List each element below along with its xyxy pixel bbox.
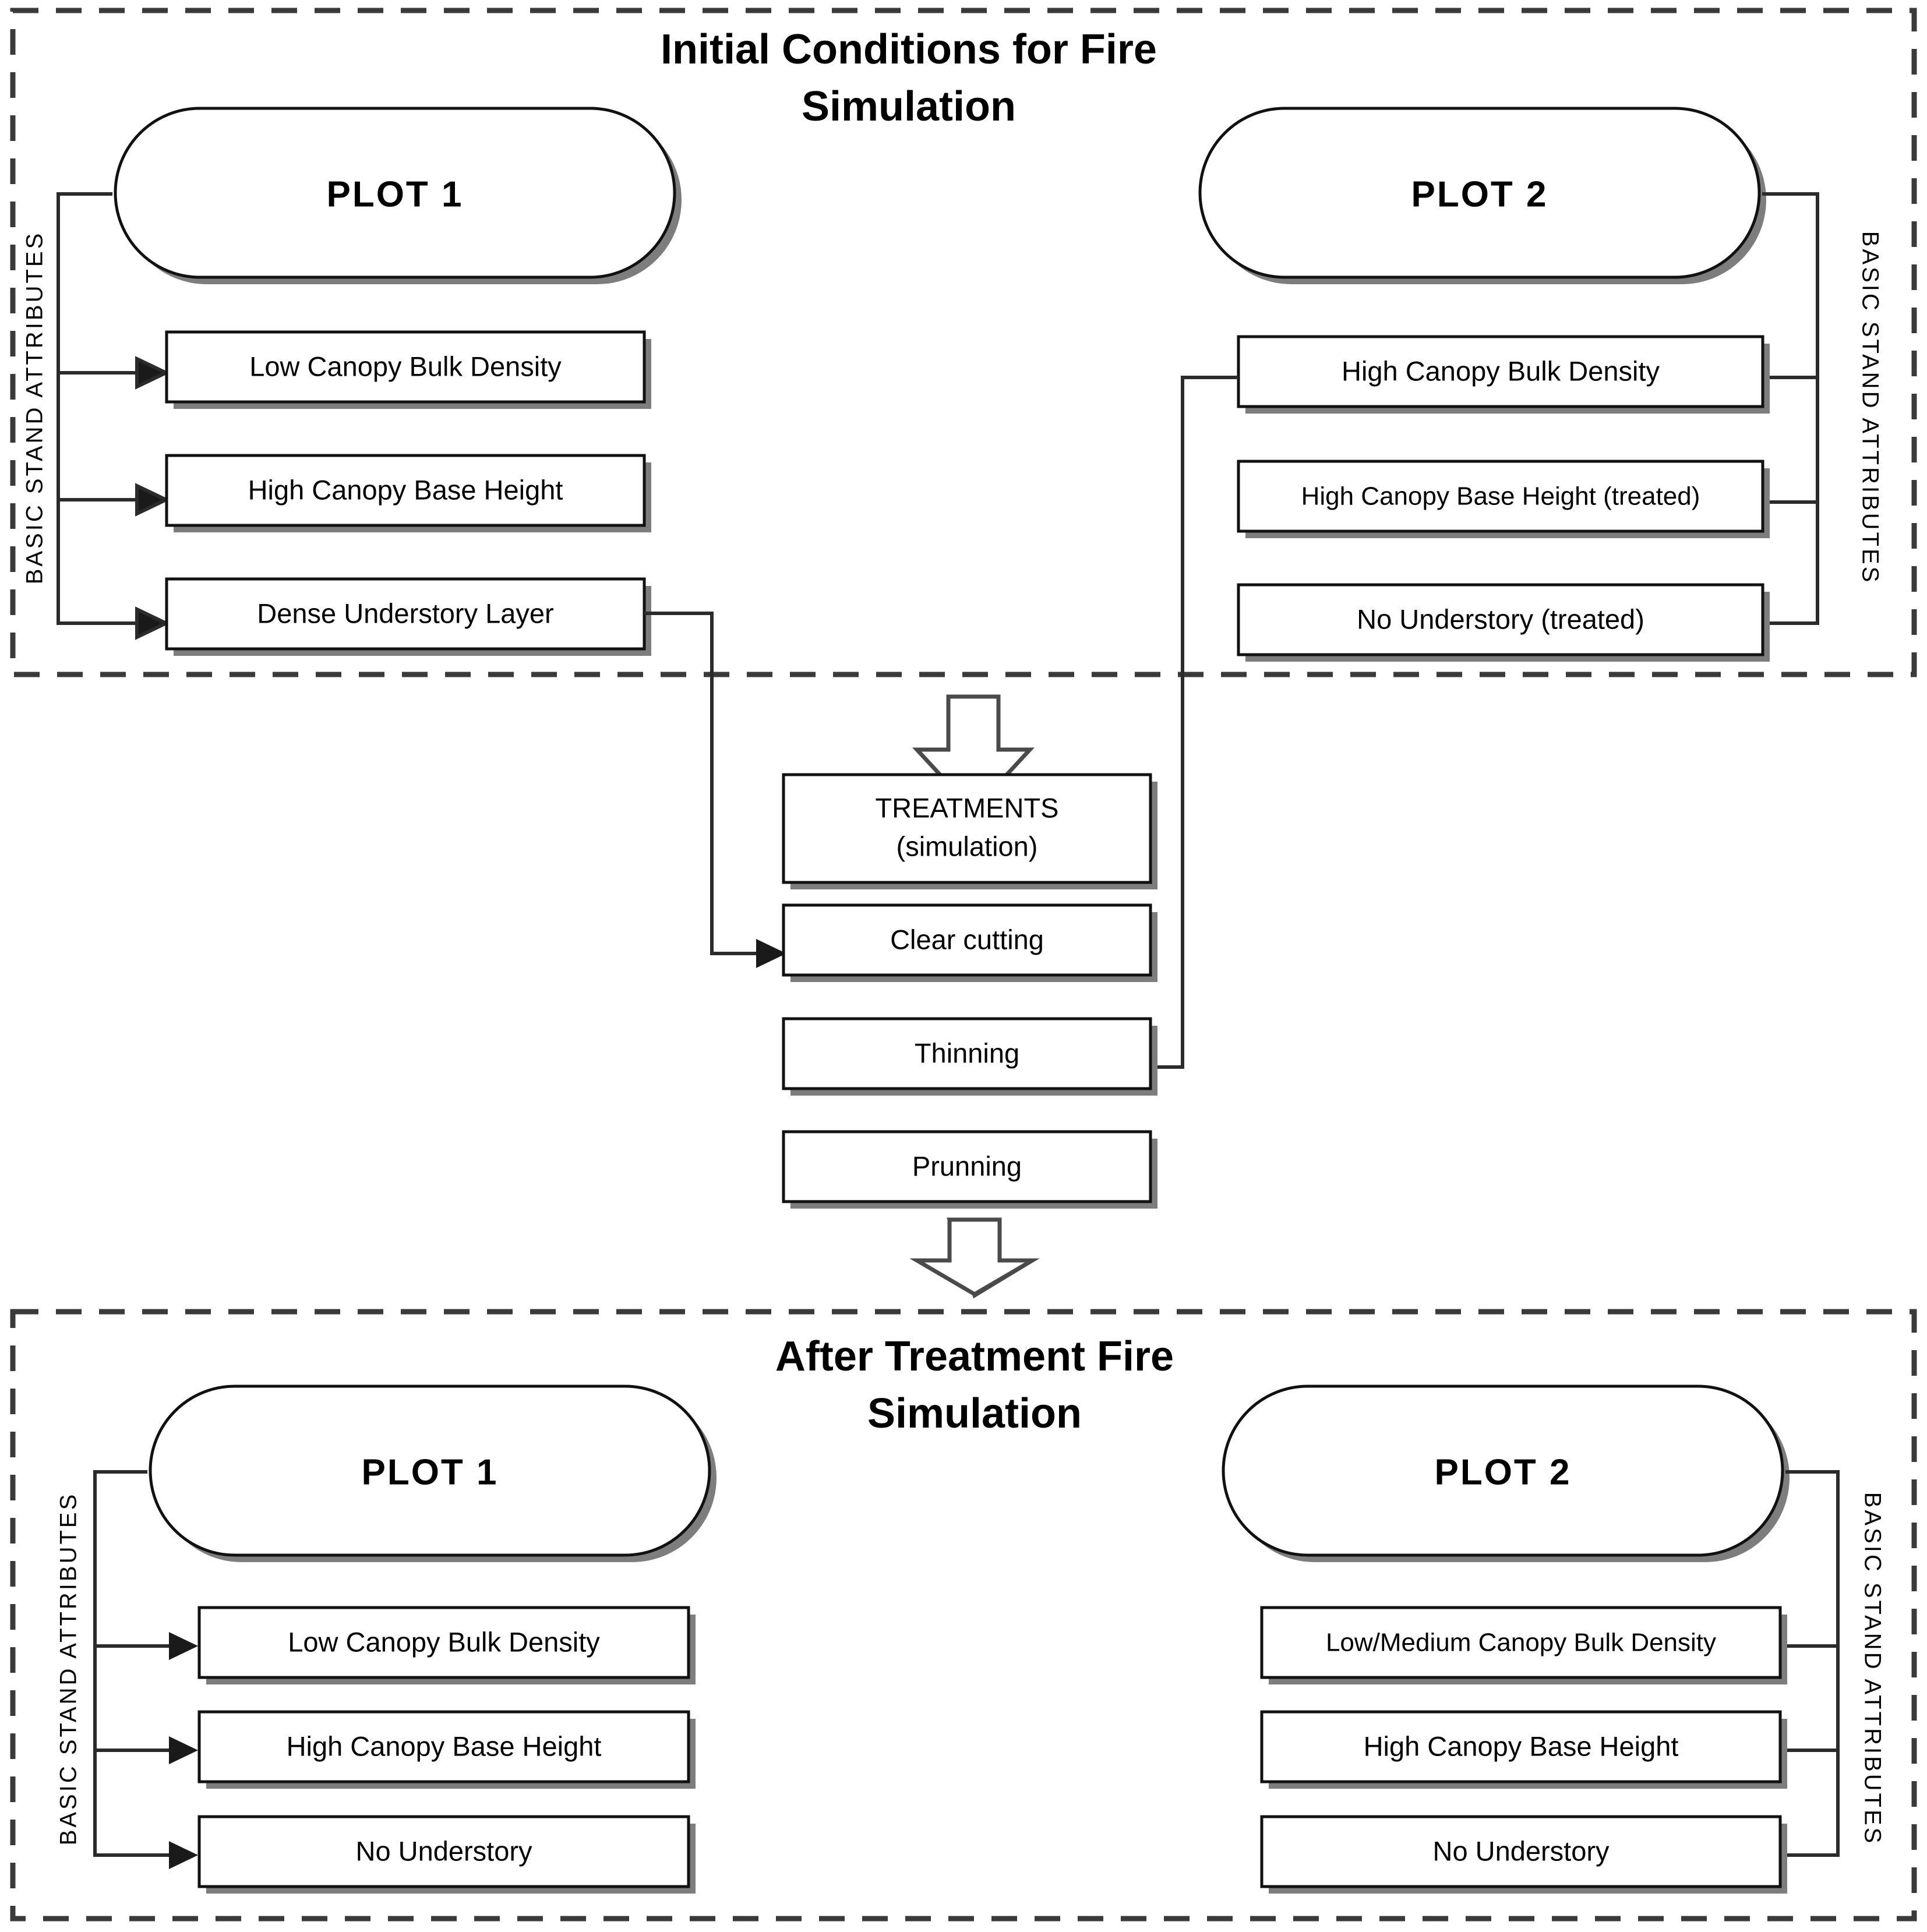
initial-conditions-panel xyxy=(10,8,1917,677)
bot-p1-attr2-label: High Canopy Base Height xyxy=(287,1730,602,1761)
plot1-top-arrowhead-2 xyxy=(135,483,170,517)
after-treatment-panel xyxy=(10,1309,1917,1922)
bottom-panel-title-line1: After Treatment Fire xyxy=(775,1333,1174,1380)
bottom-right-axis-label: BASIC STAND ATTRIBUTES xyxy=(1859,1492,1885,1846)
treatment-thinning-label: Thinning xyxy=(915,1037,1019,1068)
top-p1-attr3-box[interactable] xyxy=(165,577,646,651)
treatments-header-box[interactable] xyxy=(782,773,1152,884)
top-p1-attr2-label: High Canopy Base Height xyxy=(248,474,563,505)
bot-p2-attr1-box[interactable] xyxy=(1260,1606,1782,1679)
plot1-top-stadium[interactable] xyxy=(114,107,676,279)
treatment-clearcutting-box[interactable] xyxy=(782,903,1152,977)
after-treatment-down-arrow-body xyxy=(909,1217,1040,1297)
bot-p1-attr2-box[interactable] xyxy=(197,1710,690,1783)
plot1-bottom-arrowhead-3 xyxy=(169,1841,198,1869)
treatments-header-line1: TREATMENTS xyxy=(875,792,1058,823)
bot-p1-attr3-label: No Understory xyxy=(356,1835,532,1866)
bot-p1-attr1-label: Low Canopy Bulk Density xyxy=(288,1626,600,1657)
treatments-header-line2: (simulation) xyxy=(897,831,1038,861)
top-panel-title-line1: Initial Conditions for Fire xyxy=(661,26,1157,73)
plot2-bottom-stadium[interactable] xyxy=(1222,1384,1784,1557)
plot1-top-bracket xyxy=(57,192,149,625)
plot2-top-bracket xyxy=(1727,192,1819,625)
plot1-bottom-label: PLOT 1 xyxy=(361,1452,498,1492)
top-left-axis-label: BASIC STAND ATTRIBUTES xyxy=(22,231,48,585)
top-p1-attr2-box[interactable] xyxy=(165,454,646,527)
bot-p2-attr2-box[interactable] xyxy=(1260,1710,1782,1783)
plot2-top-label: PLOT 2 xyxy=(1411,174,1548,214)
plot1-top-label: PLOT 1 xyxy=(326,174,463,214)
plot2-bottom-label: PLOT 2 xyxy=(1434,1452,1571,1492)
bot-p2-attr3-box[interactable] xyxy=(1260,1815,1782,1888)
plot2-top-stadium[interactable] xyxy=(1198,107,1761,279)
plot1-top-arrowhead-1 xyxy=(135,356,170,390)
understory-to-clearcutting-arrowhead xyxy=(756,939,786,968)
bot-p2-attr3-label: No Understory xyxy=(1433,1835,1610,1866)
bot-p1-attr1-box[interactable] xyxy=(197,1606,690,1679)
treatment-thinning-box[interactable] xyxy=(782,1017,1152,1090)
top-p1-attr3-label: Dense Understory Layer xyxy=(257,598,553,628)
bot-p2-attr1-label: Low/Medium Canopy Bulk Density xyxy=(1326,1629,1716,1657)
bot-p2-attr2-label: High Canopy Base Height xyxy=(1364,1730,1679,1761)
bottom-panel-title-line2: Simulation xyxy=(867,1390,1082,1437)
top-p2-attr2-box[interactable] xyxy=(1237,460,1764,533)
treatment-prunning-box[interactable] xyxy=(782,1130,1152,1203)
plot1-top-arrowhead-3 xyxy=(135,606,170,640)
top-panel-title-line2: Simulation xyxy=(802,83,1016,130)
top-p2-attr1-box[interactable] xyxy=(1237,335,1764,408)
top-p2-attr2-label: High Canopy Base Height (treated) xyxy=(1301,482,1700,511)
plot1-bottom-arrowhead-1 xyxy=(169,1632,198,1660)
understory-to-clearcutting-connector xyxy=(644,612,769,955)
treatment-prunning-label: Prunning xyxy=(912,1150,1022,1181)
top-p2-attr3-label: No Understory (treated) xyxy=(1357,603,1644,634)
bot-p1-attr3-box[interactable] xyxy=(197,1815,690,1888)
top-p2-attr1-label: High Canopy Bulk Density xyxy=(1342,355,1660,386)
top-p2-attr3-box[interactable] xyxy=(1237,583,1764,656)
top-p1-attr1-box[interactable] xyxy=(165,330,646,404)
plot1-bottom-arrowhead-2 xyxy=(169,1736,198,1764)
top-p1-attr1-label: Low Canopy Bulk Density xyxy=(249,351,562,382)
plot2-bottom-bracket xyxy=(1750,1470,1840,1857)
plot1-bottom-stadium[interactable] xyxy=(149,1384,711,1557)
bottom-left-axis-label: BASIC STAND ATTRIBUTES xyxy=(56,1492,82,1846)
top-right-axis-label: BASIC STAND ATTRIBUTES xyxy=(1857,231,1883,585)
plot1-bottom-bracket xyxy=(93,1470,181,1857)
treatment-clearcutting-label: Clear cutting xyxy=(890,924,1044,955)
